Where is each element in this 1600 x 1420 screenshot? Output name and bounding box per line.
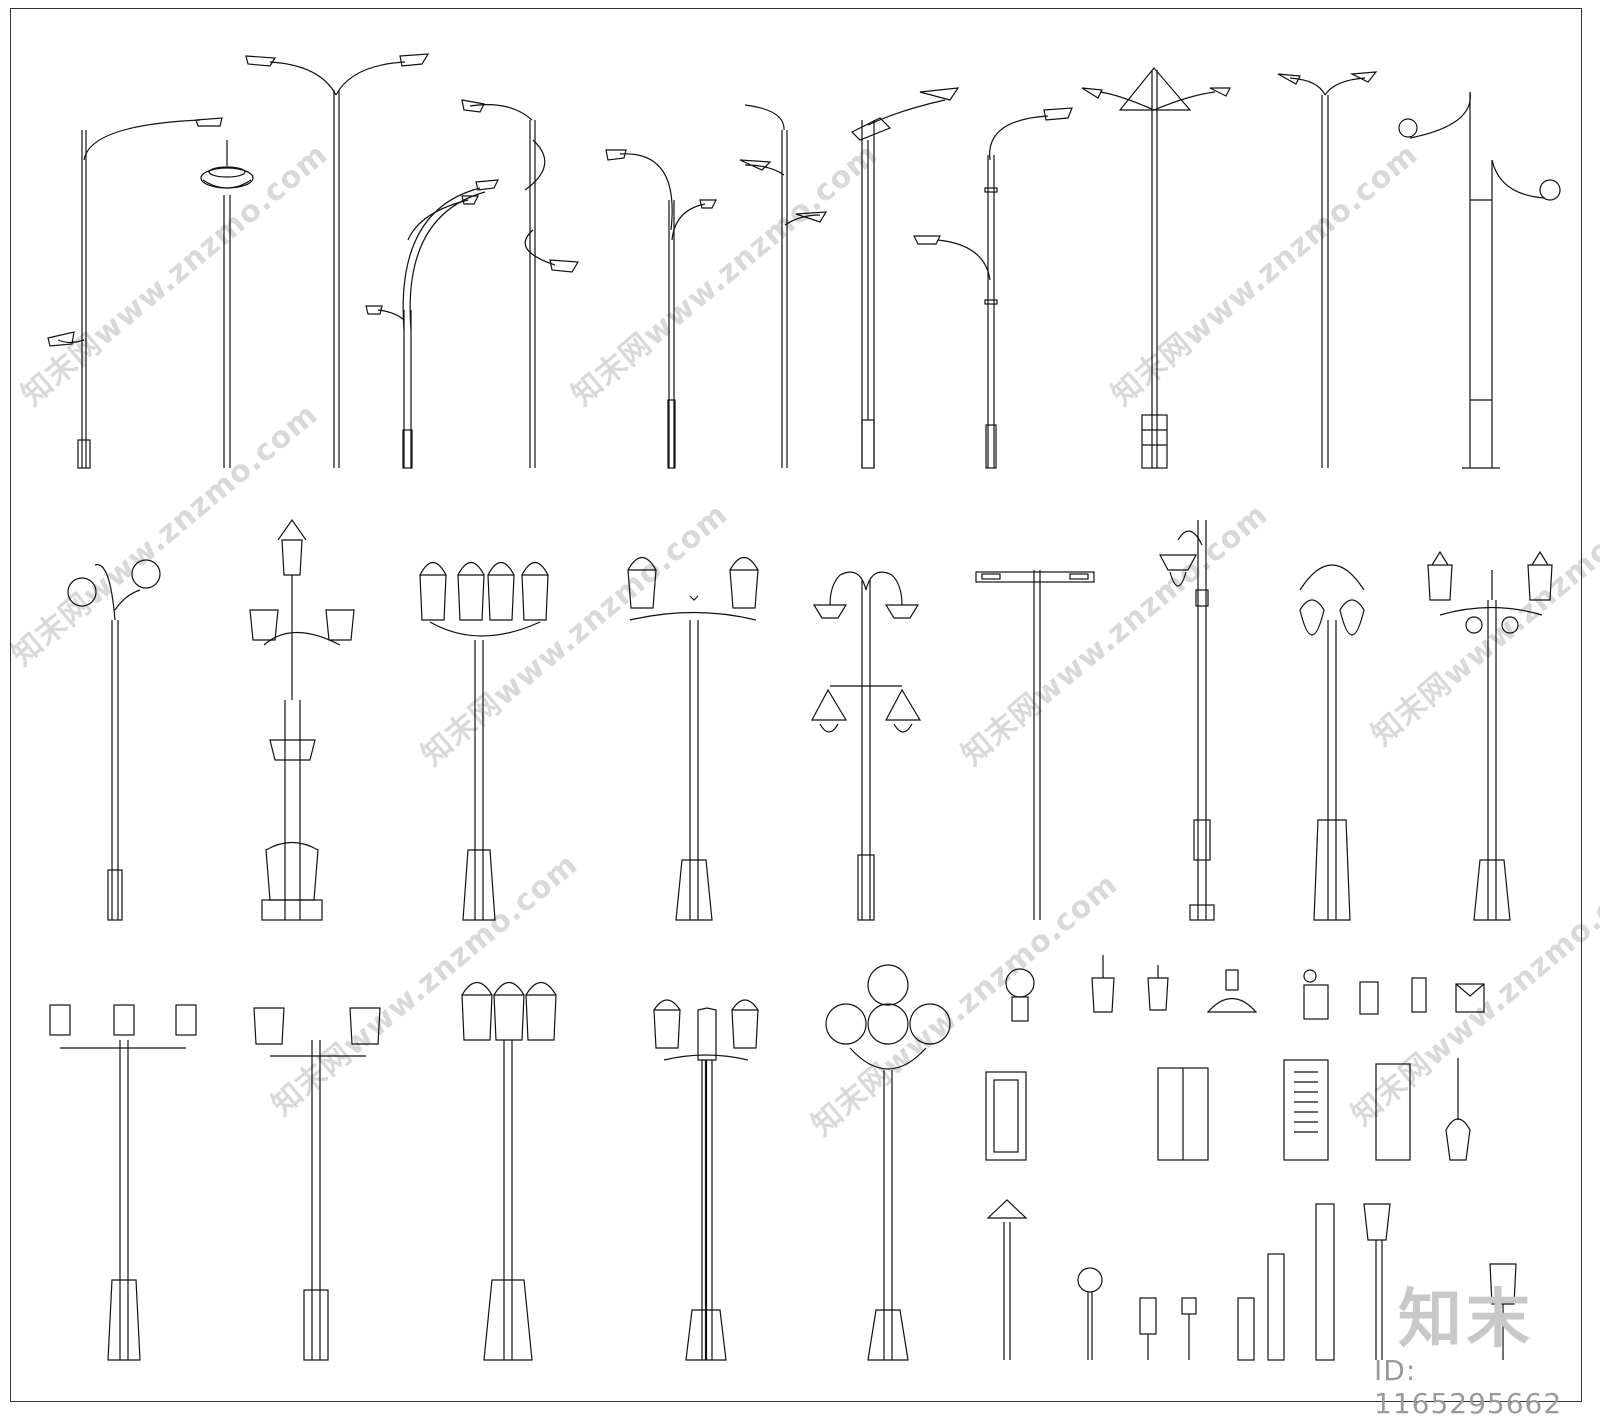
box-lights-row [985,1058,1471,1161]
road-lamp-9 [913,107,1073,469]
road-lamp-2 [200,140,254,468]
bollard-lights-row [986,1199,1517,1361]
road-lamp-1 [47,117,223,469]
road-lamp-12 [1398,91,1561,469]
road-lamp-8 [850,87,960,469]
road-lamp-6 [605,149,717,469]
garden-lamp-2 [249,518,355,921]
wall-lights-row [1005,955,1485,1022]
garden-lamp-9 [1427,550,1553,921]
garden-lamp-8 [1299,564,1365,921]
road-lamp-10 [1081,67,1231,469]
garden-lamp-10 [49,1004,197,1361]
road-lamp-3 [245,53,430,468]
garden-lamp-3 [419,561,549,921]
brand-logo: 知末 [1398,1283,1534,1357]
garden-lamp-4 [627,556,759,921]
road-lamp-5 [461,99,580,468]
garden-lamp-14 [825,964,951,1361]
image-id-label: ID: 1165295662 [1374,1354,1563,1420]
garden-lamp-7 [1159,520,1215,921]
garden-lamp-13 [653,999,759,1361]
garden-lamp-12 [461,981,557,1361]
road-lamp-7 [739,104,828,468]
garden-lamp-6 [975,570,1095,920]
garden-lamp-11 [253,1007,381,1361]
road-lamp-4 [365,179,500,469]
road-lamp-11 [1277,71,1378,468]
garden-lamp-1 [67,559,161,921]
garden-lamp-5 [811,571,922,921]
